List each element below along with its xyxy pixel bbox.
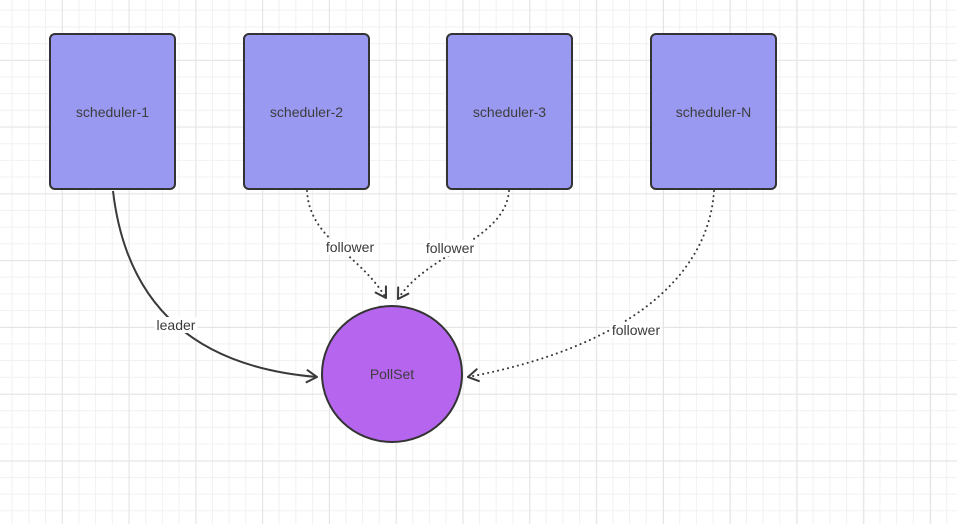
node-label-pollset: PollSet bbox=[369, 366, 415, 382]
edge-label-text: follower bbox=[611, 322, 661, 338]
edge-follower-scheduler-2-to-pollset[interactable] bbox=[306, 190, 387, 299]
node-scheduler-2[interactable]: scheduler-2 bbox=[243, 33, 370, 190]
node-scheduler-N[interactable]: scheduler-N bbox=[650, 33, 777, 190]
edge-label-text: follower bbox=[425, 240, 475, 256]
edge-label-text: follower bbox=[325, 239, 375, 255]
edge-label-follower-2[interactable]: follower bbox=[323, 239, 377, 255]
edge-label-leader[interactable]: leader bbox=[154, 317, 198, 333]
edge-label-follower-N[interactable]: follower bbox=[609, 322, 663, 338]
node-label-scheduler-3: scheduler-3 bbox=[472, 103, 547, 120]
node-label-scheduler-N: scheduler-N bbox=[675, 103, 752, 120]
node-scheduler-3[interactable]: scheduler-3 bbox=[446, 33, 573, 190]
node-scheduler-1[interactable]: scheduler-1 bbox=[49, 33, 176, 190]
edge-leader-scheduler-1-to-pollset[interactable] bbox=[112, 190, 318, 384]
node-label-scheduler-1: scheduler-1 bbox=[75, 103, 150, 120]
node-label-scheduler-2: scheduler-2 bbox=[269, 103, 344, 120]
edge-label-text: leader bbox=[156, 317, 196, 333]
edge-label-follower-3[interactable]: follower bbox=[423, 240, 477, 256]
edge-follower-scheduler-N-to-pollset[interactable] bbox=[467, 190, 715, 383]
node-pollset[interactable]: PollSet bbox=[321, 305, 463, 443]
